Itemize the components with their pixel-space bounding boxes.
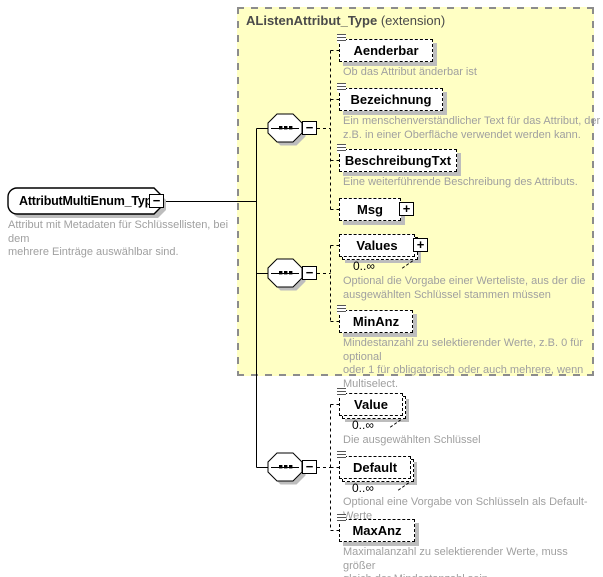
optional-child-lines: [317, 50, 339, 531]
text-content-icon: [337, 388, 346, 397]
expand-icon[interactable]: +: [413, 238, 428, 252]
element-msg[interactable]: Msg +: [339, 198, 414, 221]
element-name: Bezeichnung: [350, 92, 432, 107]
element-name: Values: [356, 238, 398, 253]
element-description: Eine weiterführende Beschreibung des Att…: [343, 176, 578, 188]
extension-frame: AListenAttribut_Type (extension): [237, 7, 594, 376]
element-description: Maximalanzahl zu selektierender Werte, m…: [343, 546, 568, 577]
text-content-icon: [337, 305, 346, 314]
element-name: Aenderbar: [353, 43, 419, 58]
sequence3-collapse-icon[interactable]: −: [302, 460, 317, 474]
element-default[interactable]: Default: [337, 451, 414, 491]
element-name: Default: [352, 460, 398, 475]
sequence-compositor-2: [267, 258, 306, 291]
cardinality-label: 0..∞: [352, 481, 374, 495]
frame-border-bottom: [237, 374, 594, 376]
extension-label: (extension): [380, 13, 446, 28]
element-name: BeschreibungTxt: [344, 153, 452, 168]
element-description: Die ausgewählten Schlüssel: [343, 434, 481, 446]
element-name: MinAnz: [352, 314, 400, 329]
cardinality-label: 0..∞: [353, 259, 375, 273]
element-description: Mindestanzahl zu selektierender Werte, z…: [343, 337, 584, 390]
element-minanz[interactable]: MinAnz: [337, 305, 413, 333]
text-content-icon: [337, 514, 346, 523]
extension-type-name: AListenAttribut_Type: [246, 13, 378, 28]
element-values[interactable]: Values +: [339, 234, 428, 269]
sequence-compositor-1: [267, 113, 306, 146]
expand-icon[interactable]: +: [399, 202, 414, 216]
root-shape[interactable]: [7, 187, 163, 215]
cardinality-label: 0..∞: [352, 418, 374, 432]
extension-frame-title: AListenAttribut_Type (extension): [246, 13, 445, 28]
element-name: MaxAnz: [352, 523, 402, 538]
element-beschreibungtxt[interactable]: BeschreibungTxt: [337, 144, 457, 172]
element-maxanz[interactable]: MaxAnz: [337, 514, 415, 542]
text-content-icon: [337, 83, 346, 92]
element-description: Optional eine Vorgabe von Schlüsseln als…: [343, 496, 588, 522]
frame-border-top: [237, 7, 594, 9]
element-bezeichnung[interactable]: Bezeichnung: [337, 83, 443, 111]
element-aenderbar[interactable]: Aenderbar: [337, 34, 433, 62]
text-content-icon: [337, 144, 346, 153]
root-description: Attribut mit Metadaten für Schlüssellist…: [8, 219, 229, 258]
element-name: Msg: [357, 202, 383, 217]
root-collapse-icon[interactable]: −: [149, 194, 164, 208]
sequence2-collapse-icon[interactable]: −: [302, 266, 317, 280]
tree-lines: [165, 128, 268, 468]
element-name: Value: [354, 397, 388, 412]
sequence1-collapse-icon[interactable]: −: [302, 121, 317, 135]
frame-border-left: [237, 7, 239, 376]
text-content-icon: [337, 34, 346, 43]
sequence-compositor-3: [267, 452, 306, 485]
root-type-shape[interactable]: [7, 187, 166, 218]
element-description: Ein menschenverständlicher Text für das …: [343, 115, 601, 141]
element-description: Ob das Attribut änderbar ist: [343, 66, 477, 78]
root-type-name[interactable]: AttributMultiEnum_Type: [19, 194, 159, 208]
frame-border-right: [592, 7, 594, 376]
element-value[interactable]: Value: [337, 388, 406, 428]
text-content-icon: [337, 451, 346, 460]
element-description: Optional die Vorgabe einer Werteliste, a…: [343, 275, 586, 301]
